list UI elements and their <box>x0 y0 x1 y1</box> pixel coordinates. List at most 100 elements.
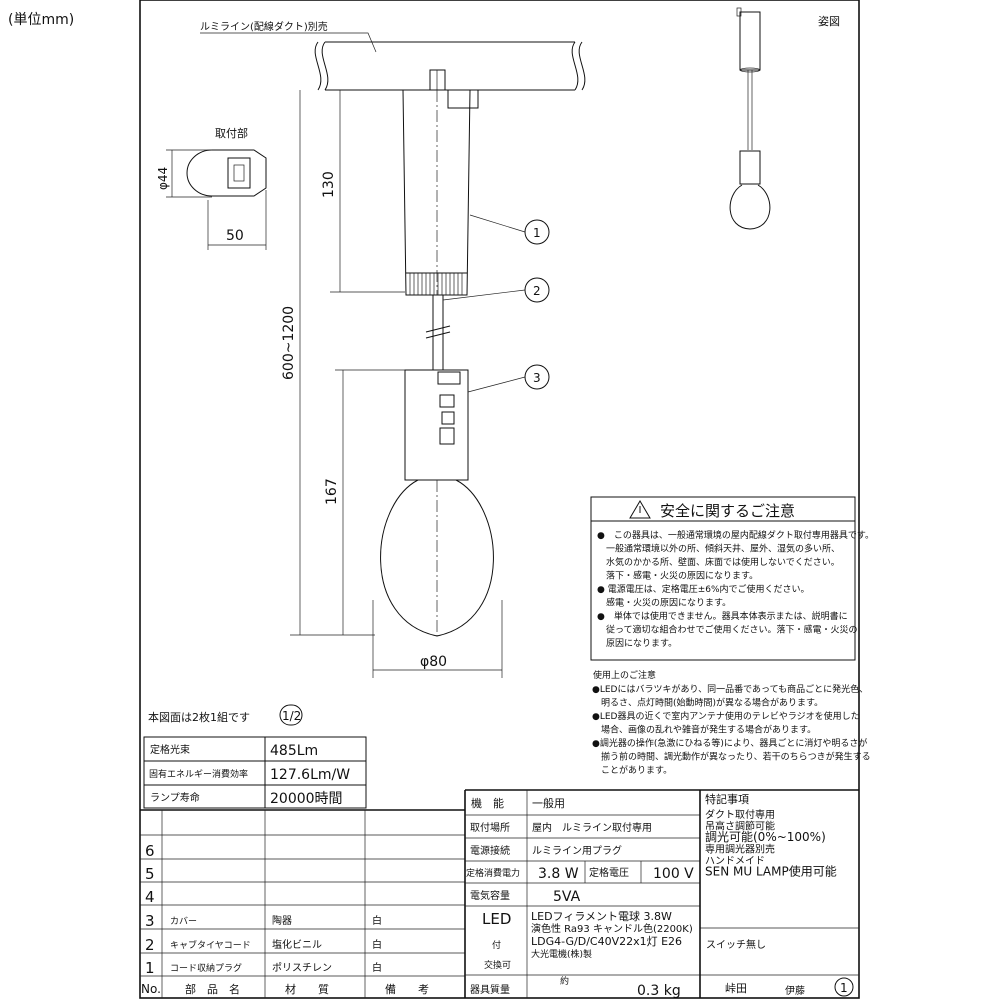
parts-row-no: 1 <box>145 959 155 977</box>
spec-led-line: 大光電機(株)製 <box>531 948 592 960</box>
safety-note-line: 水気のかかる所、壁面、床面では使用しないでください。 <box>597 556 840 568</box>
dim-total: 600~1200 <box>281 306 297 380</box>
perf-label: ランプ寿命 <box>150 791 200 804</box>
balloon-3: 3 <box>533 371 541 385</box>
safety-note-line: ● 電源電圧は、定格電圧±6%内でご使用ください。 <box>597 583 810 595</box>
revision-number: 1 <box>840 981 848 995</box>
safety-note-line: 落下・感電・火災の原因になります。 <box>597 570 758 582</box>
safety-note-line: 一般通常環境以外の所、傾斜天井、屋外、湿気の多い所、 <box>597 543 840 555</box>
parts-row-material: 塩化ビニル <box>272 938 322 951</box>
parts-header-no: No. <box>141 982 161 996</box>
parts-row-name: コード収納プラグ <box>170 962 242 974</box>
view-label: 姿図 <box>818 15 840 28</box>
parts-row-name: カバー <box>170 916 197 927</box>
dim-canopy: 130 <box>321 171 337 198</box>
spec-led-line: LDG4-G/D/C40V22x1灯 E26 <box>531 935 682 948</box>
safety-note-line: 原因になります。 <box>597 638 677 649</box>
remark-line: 専用調光器別売 <box>705 843 775 856</box>
spec-voltage: 100 V <box>653 866 694 882</box>
usage-note-line: ことがあります。 <box>592 764 672 776</box>
duct-label: ルミライン(配線ダクト)別売 <box>200 20 328 33</box>
parts-row-name: キャブタイヤコード <box>170 939 251 951</box>
usage-note-line: ●調光器の操作(急激にひねる等)により、器具ごとに消灯や明るさが <box>592 737 867 749</box>
spec-location-label: 取付場所 <box>470 821 510 834</box>
spec-connection: ルミライン用プラグ <box>532 844 622 857</box>
spec-connection-label: 電源接続 <box>470 844 510 857</box>
parts-header-name: 部 品 名 <box>185 982 240 996</box>
signature-checked: 伊藤 <box>785 985 805 997</box>
remark-line: 吊高さ調節可能 <box>705 820 775 833</box>
warning-icon <box>629 500 651 519</box>
spec-weight-prefix: 約 <box>560 975 569 987</box>
spec-led-sub: 交換可 <box>484 959 511 971</box>
dim-mount-dia: φ44 <box>156 167 170 190</box>
safety-note-line: ● この器具は、一般通常環境の屋内配線ダクト取付専用器具です。 <box>597 529 874 541</box>
duct-leader <box>200 32 377 53</box>
spec-function-label: 機 能 <box>471 796 504 810</box>
spec-location: 屋内 ルミライン取付専用 <box>532 821 652 834</box>
revision-badge <box>834 977 854 997</box>
performance-table <box>143 736 367 809</box>
safety-note-line: 従って適切な組合わせでご使用ください。落下・感電・火災の <box>597 624 858 636</box>
signature-drawn: 峠田 <box>725 981 747 995</box>
remarks-lines: ダクト取付専用吊高さ調節可能調光可能(0%~100%)専用調光器別売ハンドメイド… <box>705 808 837 879</box>
remarks-title: 特記事項 <box>705 792 749 806</box>
usage-note-line: 揃う前の時間、調光動作が異なったり、若干のちらつきが発生する <box>592 751 871 763</box>
set-note: 本図面は2枚1組です <box>148 710 250 724</box>
dim-mount-width: 50 <box>226 228 244 244</box>
spec-power: 3.8 W <box>538 866 579 882</box>
parts-header-material: 材 質 <box>285 982 329 996</box>
usage-note-line: 場合、画像の乱れや雑音が発生する場合があります。 <box>592 724 816 736</box>
sheet-number: 1/2 <box>282 709 301 723</box>
pendant-iso-view <box>729 7 771 230</box>
usage-notes: ●LEDにはバラツキがあり、同一品番であっても商品ごとに発光色、 明るさ、点灯時… <box>592 683 871 776</box>
part-balloons <box>442 214 550 393</box>
remark-line: ハンドメイド <box>705 856 765 867</box>
remark-line: 調光可能(0%~100%) <box>705 830 826 844</box>
balloon-2: 2 <box>533 284 541 298</box>
canopy-ribs <box>406 272 467 295</box>
parts-row-note: 白 <box>372 914 382 927</box>
safety-note-line: 感電・火災の原因になります。 <box>597 597 731 609</box>
safety-notes: ● この器具は、一般通常環境の屋内配線ダクト取付専用器具です。 一般通常環境以外… <box>597 529 874 649</box>
parts-row-note: 白 <box>372 938 382 951</box>
perf-label: 固有エネルギー消費効率 <box>149 768 248 780</box>
dimension-lines <box>290 90 503 678</box>
parts-row-note: 白 <box>372 961 382 974</box>
parts-row-no: 4 <box>145 888 155 906</box>
parts-row-no: 2 <box>145 936 155 954</box>
parts-row-material: 陶器 <box>272 914 292 927</box>
spec-weight-label: 器具質量 <box>470 983 510 996</box>
mount-label: 取付部 <box>215 126 248 140</box>
perf-label: 定格光束 <box>150 743 190 756</box>
parts-row-material: ポリスチレン <box>272 962 332 974</box>
mount-detail <box>166 149 267 250</box>
dim-socket: 167 <box>324 478 340 505</box>
remark-line: SEN MU LAMP使用可能 <box>705 864 837 879</box>
usage-note-line: 明るさ、点灯時間(始動時間)が異なる場合があります。 <box>592 697 823 709</box>
remark-line: ダクト取付専用 <box>705 808 775 821</box>
usage-title: 使用上のご注意 <box>593 669 656 681</box>
spec-led-label: LED <box>482 910 511 928</box>
parts-header-note: 備 考 <box>385 983 429 996</box>
safety-box <box>590 496 856 661</box>
spec-voltage-label: 定格電圧 <box>589 866 629 879</box>
safety-title: 安全に関するご注意 <box>660 502 795 520</box>
parts-row-no: 6 <box>145 842 155 860</box>
usage-note-line: ●LEDにはバラツキがあり、同一品番であっても商品ごとに発光色、 <box>592 683 868 695</box>
spec-led-line: 演色性 Ra93 キャンドル色(2200K) <box>531 922 693 935</box>
perf-value: 127.6Lm/W <box>270 767 350 783</box>
spec-capacity-label: 電気容量 <box>470 889 510 902</box>
usage-note-line: ●LED器具の近くで室内アンテナ使用のテレビやラジオを使用した <box>592 710 860 722</box>
spec-power-label: 定格消費電力 <box>466 867 520 879</box>
perf-value: 20000時間 <box>270 791 343 807</box>
spec-weight: 0.3 kg <box>637 983 681 999</box>
dim-bulb: φ80 <box>420 654 447 670</box>
spec-capacity: 5VA <box>553 889 581 905</box>
spec-led-line: LEDフィラメント電球 3.8W <box>531 909 672 923</box>
parts-row-no: 3 <box>145 912 155 930</box>
perf-value: 485Lm <box>270 743 318 759</box>
spec-led-sub: 付 <box>492 940 501 951</box>
safety-note-line: ● 単体では使用できません。器具本体表示または、説明書に <box>597 610 848 622</box>
